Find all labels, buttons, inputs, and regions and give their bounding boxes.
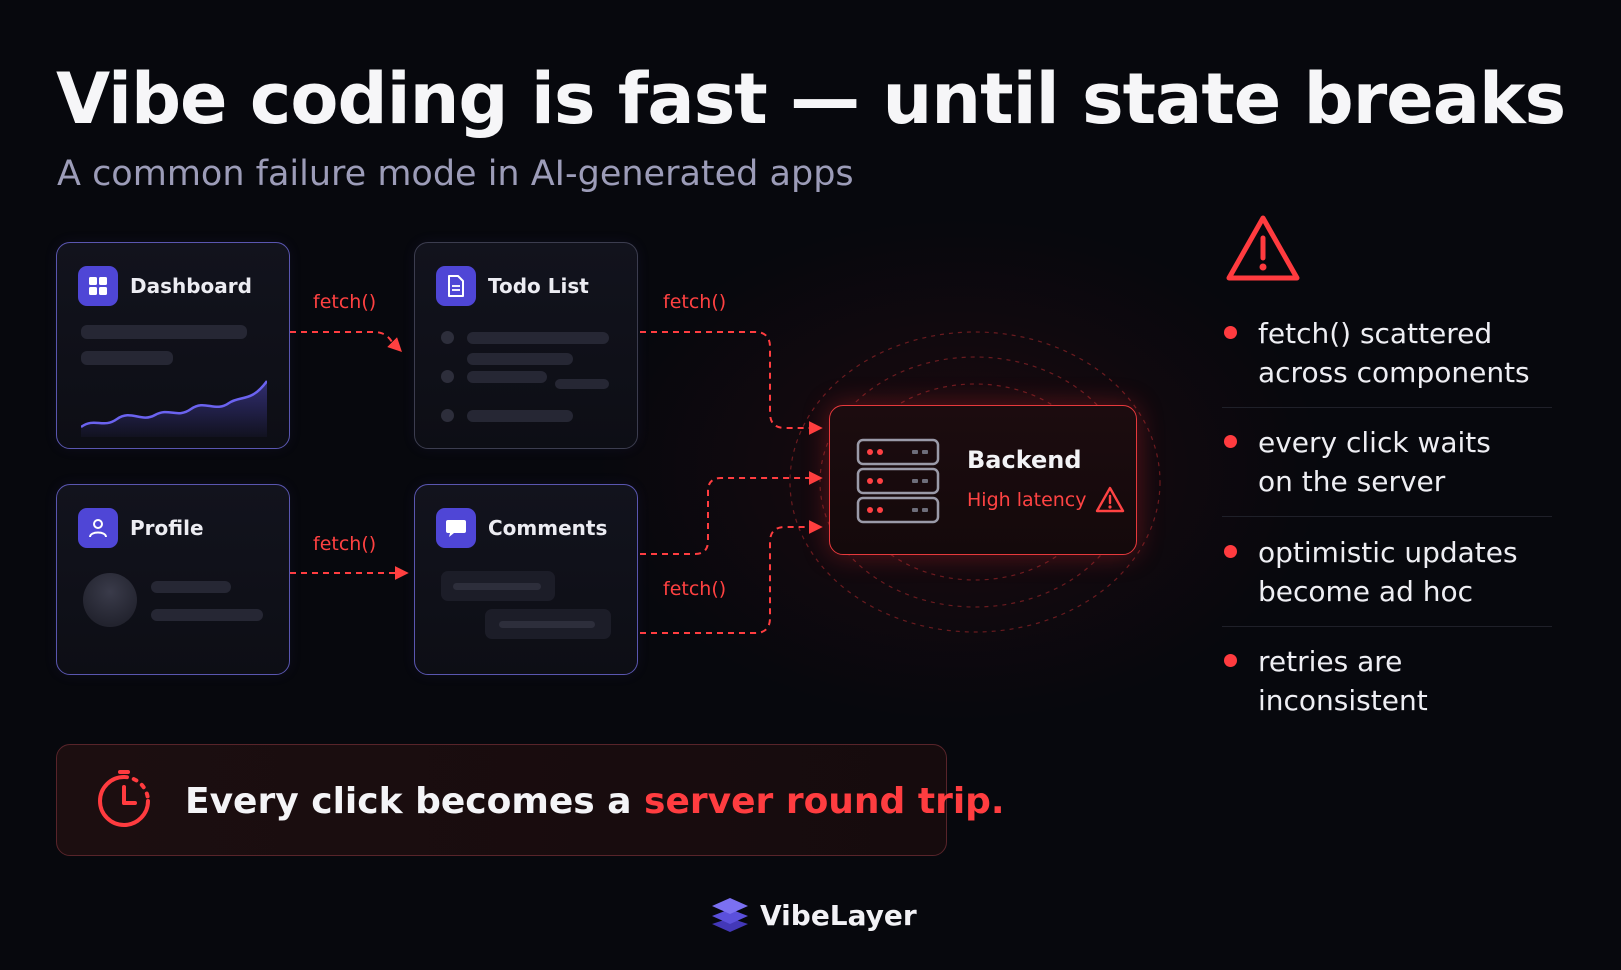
connector-comments-backend-1	[640, 471, 823, 555]
bullet-icon	[1224, 654, 1237, 667]
page-title: Vibe coding is fast — until state breaks	[56, 58, 1566, 140]
warning-icon	[1226, 215, 1300, 281]
connector-todo-backend	[640, 331, 823, 435]
comments-label: Comments	[488, 516, 608, 540]
page-subtitle: A common failure mode in AI-generated ap…	[57, 154, 854, 194]
comments-card[interactable]: Comments	[414, 484, 638, 675]
issue-item: every click waits on the server	[1222, 423, 1552, 517]
fetch-label-dashboard: fetch()	[313, 291, 377, 313]
backend-node[interactable]: Backend High latency	[829, 405, 1137, 555]
todo-list-label: Todo List	[488, 274, 589, 298]
issue-text: fetch() scattered across components	[1258, 317, 1530, 389]
issue-item: optimistic updates become ad hoc	[1222, 533, 1552, 627]
chat-bubble-right	[485, 609, 611, 639]
bullet-icon	[1224, 326, 1237, 339]
profile-card[interactable]: Profile	[56, 484, 290, 675]
backend-title: Backend	[967, 446, 1082, 474]
brand-name: VibeLayer	[760, 898, 917, 932]
avatar-placeholder	[83, 573, 137, 627]
backend-status: High latency	[967, 486, 1125, 513]
layers-logo-icon	[712, 898, 748, 932]
banner-text: Every click becomes a server round trip.	[185, 781, 1005, 822]
bullet-icon	[1224, 435, 1237, 448]
dashboard-card[interactable]: Dashboard	[56, 242, 290, 449]
banner-text-prefix: Every click becomes a	[185, 781, 645, 822]
issue-text: every click waits on the server	[1258, 426, 1491, 498]
connector-dashboard-todo	[290, 331, 402, 352]
server-icon	[856, 438, 940, 524]
profile-label: Profile	[130, 516, 204, 540]
document-icon	[436, 266, 476, 306]
chat-bubble-left	[441, 571, 555, 601]
dashboard-grid-icon	[78, 266, 118, 306]
fetch-label-comments: fetch()	[663, 578, 727, 600]
sparkline-chart	[81, 380, 267, 437]
user-icon	[78, 508, 118, 548]
fetch-label-todo: fetch()	[663, 291, 727, 313]
warning-small-icon	[1095, 486, 1124, 513]
fetch-label-profile: fetch()	[313, 533, 377, 555]
issue-text: retries are inconsistent	[1258, 645, 1428, 717]
clock-icon	[98, 770, 150, 827]
banner-text-highlight: server round trip.	[644, 781, 1005, 822]
issue-text: optimistic updates become ad hoc	[1258, 536, 1518, 608]
todo-list-card[interactable]: Todo List	[414, 242, 638, 449]
round-trip-banner: Every click becomes a server round trip.	[56, 744, 1005, 856]
issue-item: retries are inconsistent	[1222, 642, 1552, 722]
bullet-icon	[1224, 545, 1237, 558]
dashboard-label: Dashboard	[130, 274, 252, 298]
issue-item: fetch() scattered across components	[1222, 314, 1552, 408]
backend-status-text: High latency	[967, 488, 1087, 511]
chat-bubble-icon	[436, 508, 476, 548]
issues-list: fetch() scattered across components ever…	[1222, 314, 1552, 724]
brand-logo: VibeLayer	[710, 896, 917, 934]
